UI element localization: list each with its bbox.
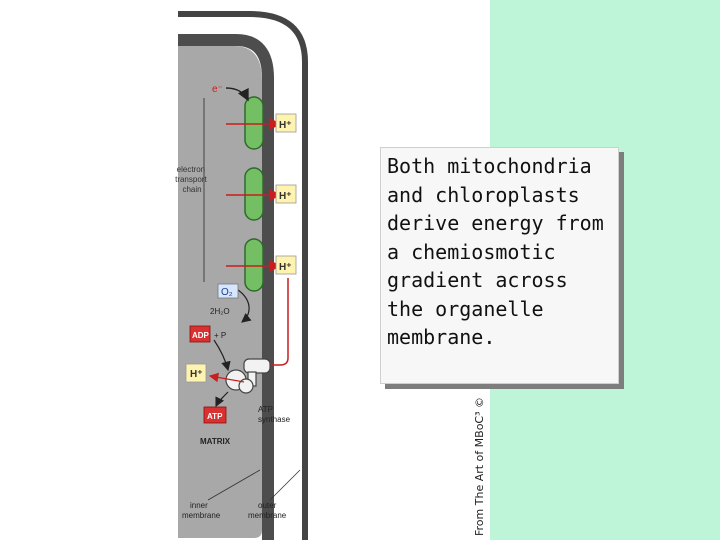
atp-synthase-line-1: ATP bbox=[258, 405, 273, 414]
etc-label: electron transport chain bbox=[175, 165, 209, 194]
outer-membrane-label: outer membrane bbox=[248, 501, 287, 520]
proton-box-2 bbox=[275, 184, 297, 204]
proton-label-1: H⁺ bbox=[279, 120, 292, 131]
complex-1 bbox=[244, 96, 264, 150]
outer-membrane-pointer bbox=[269, 469, 301, 501]
atp-synthase-line-2: synthase bbox=[258, 415, 291, 424]
outer-membrane-line-1: outer bbox=[258, 501, 277, 510]
proton-matrix-box bbox=[185, 363, 207, 383]
etc-label-line-2: transport bbox=[175, 175, 207, 184]
proton-box-3 bbox=[275, 255, 297, 275]
synthase-to-atp-arrow bbox=[215, 391, 229, 408]
matrix-label: MATRIX bbox=[200, 437, 231, 446]
inner-membrane-pointer bbox=[207, 469, 261, 501]
proton-return-arrow bbox=[256, 278, 289, 371]
water-label: 2H₂O bbox=[210, 307, 230, 316]
chemiosmosis-diagram: e⁻ H⁺ H⁺ H⁺ electron transport chain O₂ … bbox=[175, 11, 308, 540]
atp-label: ATP bbox=[207, 412, 223, 421]
outer-membrane-line-2: membrane bbox=[248, 511, 287, 520]
inner-membrane-line-2: membrane bbox=[182, 511, 221, 520]
proton-matrix-label: H⁺ bbox=[190, 369, 203, 380]
proton-label-2: H⁺ bbox=[279, 191, 292, 202]
proton-matrix-arrow bbox=[208, 372, 245, 383]
etc-label-line-3: chain bbox=[182, 185, 201, 194]
caption-callout: Both mitochondria and chloroplasts deriv… bbox=[380, 147, 619, 384]
inner-membrane bbox=[178, 34, 274, 540]
electron-label: e⁻ bbox=[212, 84, 223, 95]
etc-label-line-1: electron bbox=[177, 165, 205, 174]
complex-2 bbox=[244, 167, 264, 221]
adp-to-synthase-arrow bbox=[213, 339, 231, 372]
oxygen-arrow bbox=[237, 289, 252, 323]
adp-box bbox=[189, 325, 211, 343]
adp-label: ADP bbox=[192, 331, 210, 340]
proton-box-1 bbox=[275, 113, 297, 133]
outer-membrane bbox=[178, 11, 308, 540]
electron-arrow bbox=[225, 87, 249, 102]
proton-label-3: H⁺ bbox=[279, 262, 292, 273]
inner-membrane-label: inner membrane bbox=[182, 501, 221, 520]
caption-text: Both mitochondria and chloroplasts deriv… bbox=[387, 154, 604, 349]
oxygen-label: O₂ bbox=[221, 287, 233, 298]
oxygen-box bbox=[217, 283, 239, 299]
atp-synthase-label: ATP synthase bbox=[258, 405, 291, 424]
atp-synthase bbox=[225, 358, 271, 394]
complex-3 bbox=[244, 238, 264, 292]
pi-label: + P bbox=[214, 331, 226, 340]
inner-membrane-line-1: inner bbox=[190, 501, 208, 510]
intermembrane-space bbox=[178, 20, 299, 540]
atp-box bbox=[203, 406, 227, 424]
